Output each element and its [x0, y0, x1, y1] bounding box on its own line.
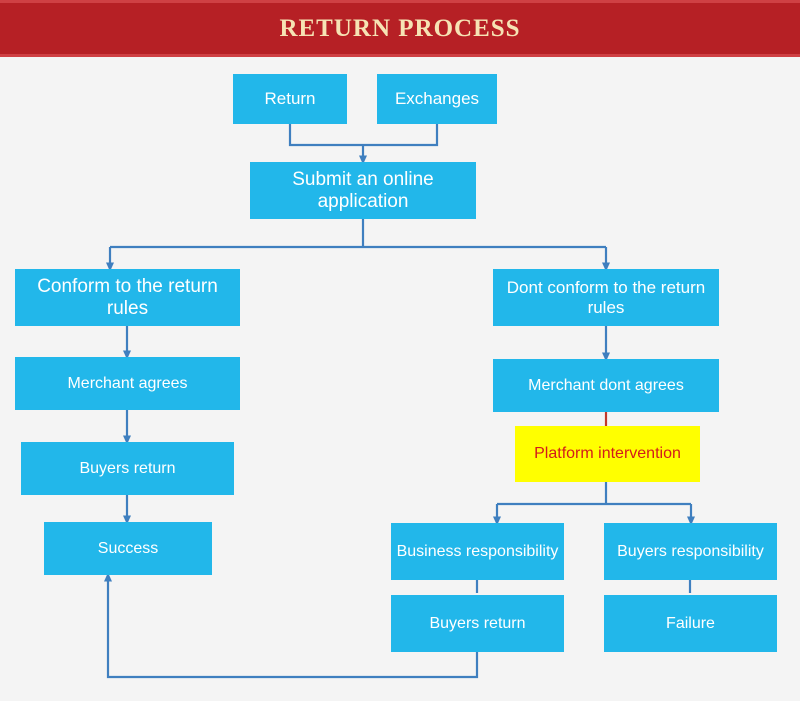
node-return[interactable]: Return: [233, 74, 347, 124]
node-label: Submit an online application: [292, 169, 434, 212]
node-failure[interactable]: Failure: [604, 595, 777, 652]
node-merchant-dont-agrees[interactable]: Merchant dont agrees: [493, 359, 719, 412]
node-platform-intervention[interactable]: Platform intervention: [515, 426, 700, 482]
node-buyers-return-right[interactable]: Buyers return: [391, 595, 564, 652]
node-label: Merchant dont agrees: [528, 376, 684, 394]
node-success[interactable]: Success: [44, 522, 212, 575]
node-exchanges[interactable]: Exchanges: [377, 74, 497, 124]
node-label: Failure: [666, 614, 715, 632]
node-label: Return: [264, 89, 316, 109]
node-label: Business responsibility: [396, 542, 559, 560]
node-label: Dont conform to the return rules: [506, 278, 706, 317]
node-business-responsibility[interactable]: Business responsibility: [391, 523, 564, 580]
node-label: Conform to the return rules: [37, 276, 218, 319]
node-label: Buyers return: [429, 614, 526, 632]
node-merchant-agrees[interactable]: Merchant agrees: [15, 357, 240, 410]
page-title: RETURN PROCESS: [279, 14, 521, 42]
header-banner: RETURN PROCESS: [0, 0, 800, 57]
flowchart-canvas: Return Exchanges Submit an online applic…: [0, 57, 800, 701]
node-label: Exchanges: [394, 89, 480, 109]
node-conform-return-rules[interactable]: Conform to the return rules: [15, 269, 240, 326]
node-label: Buyers return: [79, 459, 176, 477]
node-label: Platform intervention: [534, 445, 681, 463]
node-label: Merchant agrees: [67, 374, 188, 392]
node-label: Success: [97, 539, 159, 557]
node-submit-online-application[interactable]: Submit an online application: [250, 162, 476, 219]
node-label: Buyers responsibility: [617, 542, 764, 560]
node-buyers-return-left[interactable]: Buyers return: [21, 442, 234, 495]
flowchart-edges: [104, 124, 695, 679]
node-dont-conform-return-rules[interactable]: Dont conform to the return rules: [493, 269, 719, 326]
node-buyers-responsibility[interactable]: Buyers responsibility: [604, 523, 777, 580]
